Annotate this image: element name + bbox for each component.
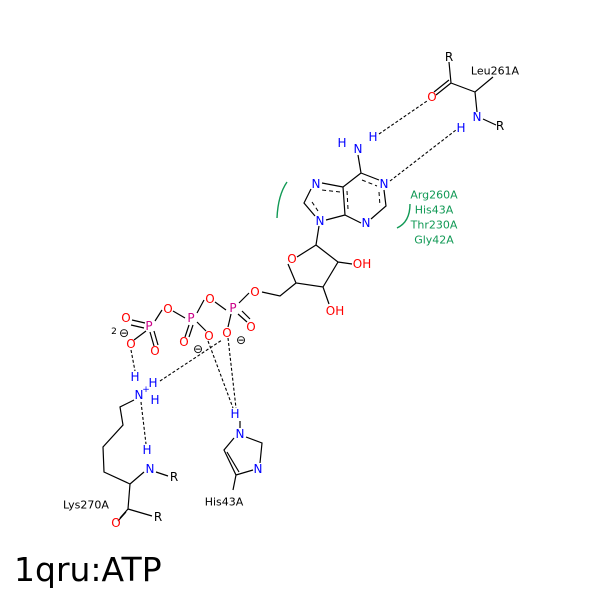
atom-n: N [316,214,325,228]
atom-p: P [187,311,194,325]
atom-n: N [254,462,263,476]
charge-minus: ⊖ [236,333,246,347]
atom-o: O [427,90,436,104]
hydrophobic-arc-right [396,203,411,229]
atom-n: N [135,388,144,402]
atom-o: O [179,335,188,349]
atom-o: O [163,302,172,316]
charge-minus: ⊖ [119,326,129,340]
residue-his43a: His43A [205,496,244,509]
atom-r: R [170,470,178,484]
atom-n: N [362,216,371,230]
atom-n: N [146,462,155,476]
atom-n: N [380,177,389,191]
atom-oh: OH [326,304,344,318]
atom-o: O [150,344,159,358]
atom-r: R [154,510,162,524]
hydrophobic-residue: Gly42A [414,234,454,247]
hydrophobic-residue: Arg260A [410,189,458,202]
atom-o: O [246,320,255,334]
atom-n: N [473,110,482,124]
charge-plus: + [142,385,150,395]
hydrophobic-residue: His43A [415,204,454,217]
atom-o: O [204,329,213,343]
residue-leu261a: Leu261A [471,65,520,78]
atom-p: P [145,319,152,333]
atom-h: H [368,130,377,144]
hydrophobic-arc-left [276,181,288,219]
atom-o: O [250,285,259,299]
atom-h: H [148,376,157,390]
atom-h: H [150,393,159,407]
atom-h: H [130,370,139,384]
residue-lys270a: Lys270A [63,499,109,512]
atom-h: H [456,121,465,135]
atom-n: N [312,177,321,191]
atom-o: O [222,326,231,340]
hydrogen-bonds [130,100,457,445]
diagram-title: 1qru:ATP [14,550,162,589]
atom-n: N [354,142,363,156]
atom-o: O [287,252,296,266]
atom-o: O [126,337,135,351]
atom-o: O [111,516,120,530]
atom-r: R [445,50,453,64]
atom-h: H [337,136,346,150]
atom-o: O [121,311,130,325]
atom-r: R [496,119,504,133]
atom-p: P [229,301,236,315]
atom-h: H [230,407,239,421]
atom-h: H [142,443,151,457]
charge-count: 2 [111,327,117,337]
atom-labels: R O N H R N H H N N N N O OH OH O P O O … [111,50,504,530]
residue-labels: Leu261A Lys270A His43A Arg260A His43A Th… [63,65,520,512]
bonds [102,61,497,522]
hydrophobic-residue: Thr230A [410,219,458,232]
atom-oh: OH [353,257,371,271]
atom-n: N [236,427,245,441]
charge-minus: ⊖ [193,342,203,356]
atom-o: O [205,292,214,306]
